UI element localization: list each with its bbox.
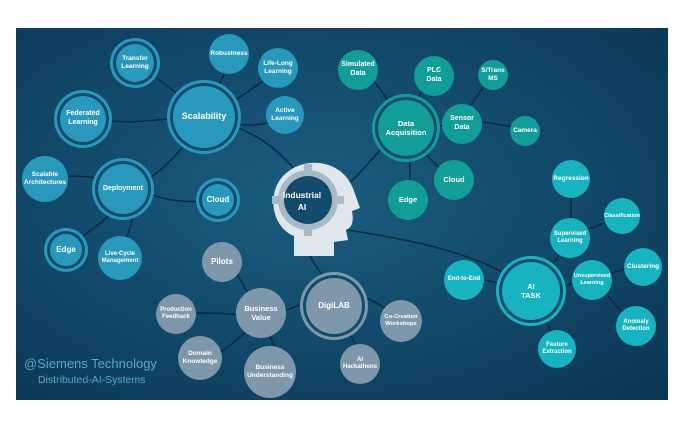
node-cloud-right: Cloud: [434, 160, 474, 200]
watermark-line2: Distributed-AI-Systems: [38, 374, 146, 386]
node-active-learning: Active Learning: [266, 96, 304, 134]
watermark-line1: @Siemens Technology: [24, 356, 157, 371]
node-clustering: Clustering: [624, 248, 662, 286]
node-supervised-learning: Supervised Learning: [550, 218, 590, 258]
node-business-understanding: Business Understanding: [244, 346, 296, 398]
node-end-to-end: End-to-End: [444, 260, 484, 300]
node-production-feedback: Production Feedback: [156, 294, 196, 334]
node-camera: Camera: [510, 116, 540, 146]
node-edge-left: Edge: [50, 234, 82, 266]
node-robustness: Robustness: [209, 34, 249, 74]
node-classification: Classification: [604, 198, 640, 234]
node-ai-hackathons: AI Hackathons: [340, 344, 380, 384]
node-simulated-data: Simulated Data: [338, 50, 378, 90]
node-feature-extraction: Feature Extraction: [538, 330, 576, 368]
node-cloud-left: Cloud: [202, 184, 234, 216]
node-s-trans-ms: S/Trans MS: [478, 60, 508, 90]
mind-map-panel: Industrial AI Transfer Learning Robustne…: [16, 28, 668, 400]
node-transfer-learning: Transfer Learning: [116, 44, 154, 82]
node-co-creation-workshops: Co-Creation Workshops: [380, 300, 422, 342]
node-plc-data: PLC Data: [414, 56, 454, 96]
node-deployment: Deployment: [98, 164, 148, 214]
node-domain-knowledge: Domain Knowledge: [178, 336, 222, 380]
node-digilab: DigiLAB: [306, 278, 362, 334]
node-scalable-architectures: Scalable Architectures: [22, 156, 68, 202]
head-gear-icon: [272, 162, 360, 256]
node-pilots: Pilots: [202, 242, 242, 282]
node-live-cycle-management: Live-Cycle Management: [98, 236, 142, 280]
node-life-long-learning: Life-Long Learning: [258, 48, 298, 88]
node-edge-right: Edge: [388, 180, 428, 220]
node-anomaly-detection: Anomaly Detection: [616, 306, 656, 346]
node-sensor-data: Sensor Data: [442, 104, 482, 144]
node-business-value: Business Value: [236, 288, 286, 338]
node-unsupervised-learning: Unsupervised Learning: [572, 260, 612, 300]
node-regression: Regression: [552, 160, 590, 198]
node-federated-learning: Federated Learning: [60, 96, 106, 142]
node-ai-task: AI TASK: [502, 262, 560, 320]
node-scalability: Scalability: [173, 86, 235, 148]
center-label: Industrial AI: [282, 190, 322, 212]
node-data-acquisition: Data Acquisition: [378, 100, 434, 156]
